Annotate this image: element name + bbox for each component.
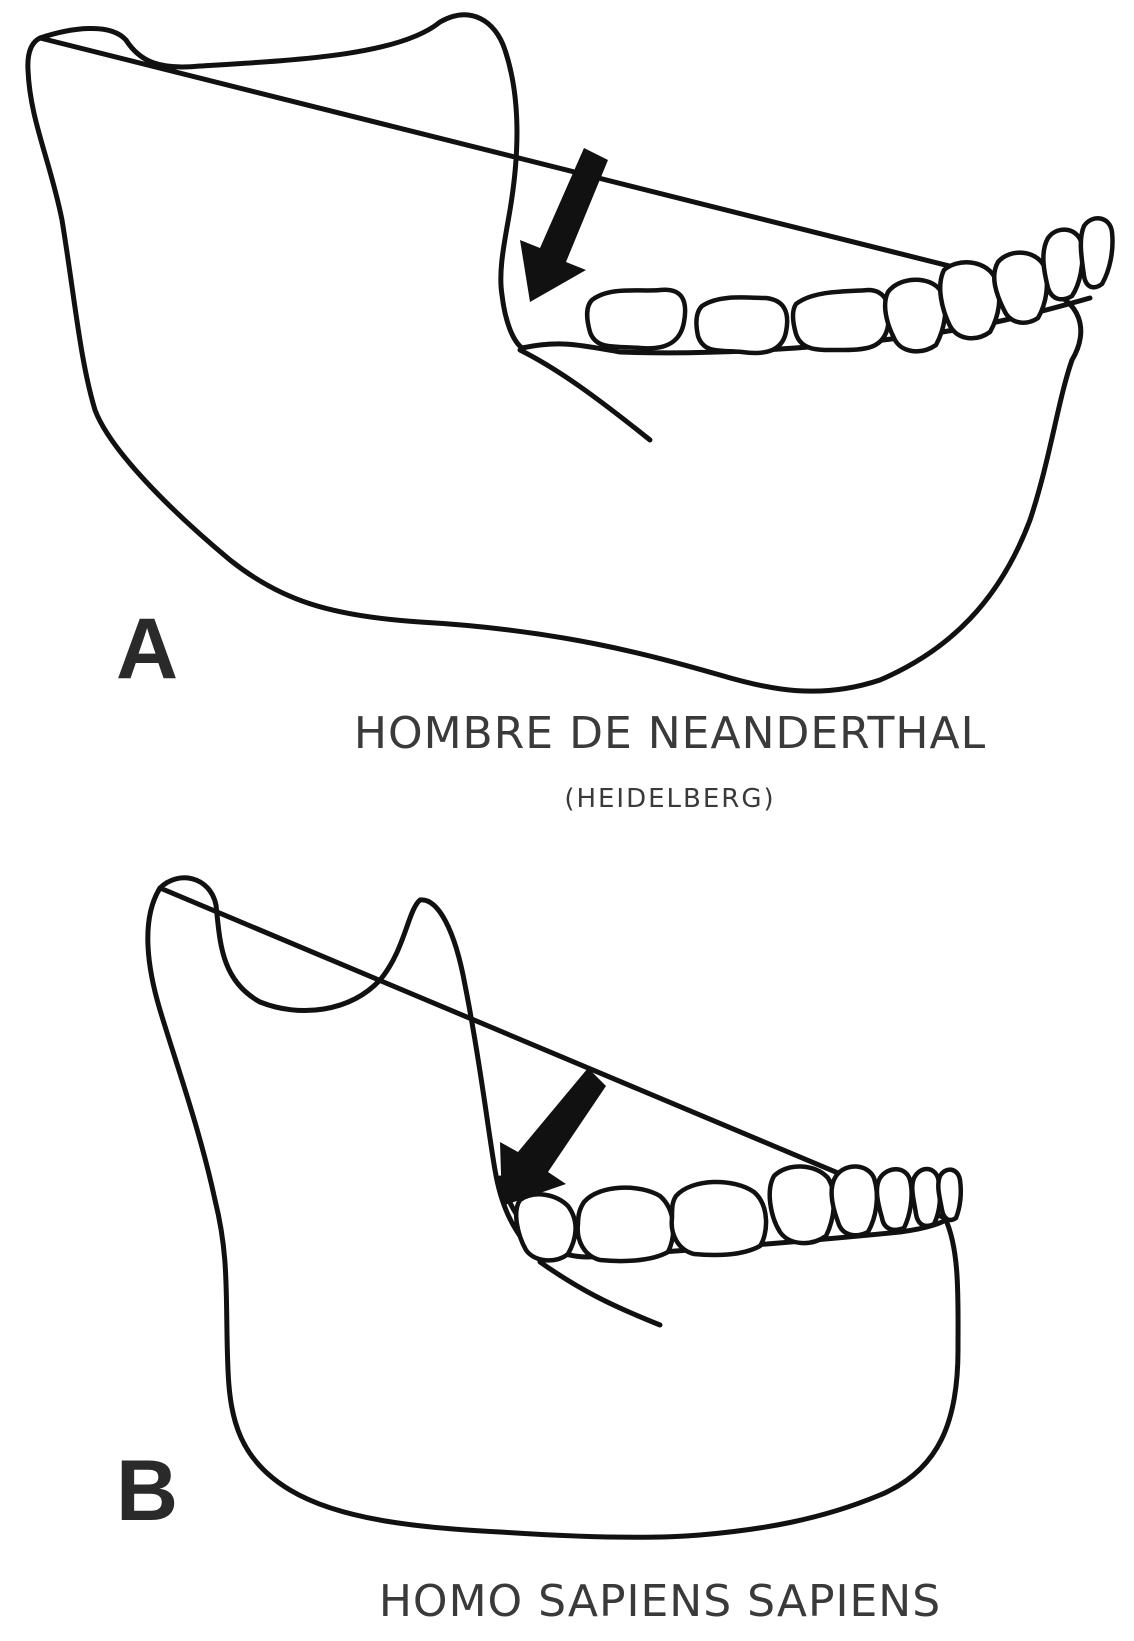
panel-a-teeth (587, 218, 1112, 353)
panel-b-inner-ridge (540, 1262, 660, 1325)
tooth (672, 1182, 766, 1255)
tooth (877, 1169, 912, 1230)
panel-b-caption: HOMO SAPIENS SAPIENS (300, 1580, 1020, 1624)
panel-a-mandible (28, 15, 1113, 691)
panel-a-subcaption: (HEIDELBERG) (330, 786, 1010, 812)
panel-a-inner-ridge (520, 350, 650, 440)
panel-b-letter: B (116, 1448, 178, 1534)
tooth (938, 1170, 960, 1220)
tooth (587, 290, 685, 349)
panel-b-mandible (148, 878, 961, 1538)
tooth (578, 1188, 674, 1261)
tooth (994, 253, 1047, 323)
tooth (940, 262, 999, 338)
tooth (696, 297, 787, 353)
panel-a-letter: A (116, 606, 178, 692)
tooth (832, 1166, 877, 1235)
tooth (770, 1166, 834, 1243)
panel-b-teeth (516, 1166, 961, 1261)
tooth (1081, 218, 1113, 287)
tooth (793, 290, 889, 350)
tooth (516, 1194, 575, 1260)
tooth (885, 280, 945, 352)
panel-b-arrow (500, 1068, 606, 1206)
panel-a-caption: HOMBRE DE NEANDERTHAL (330, 712, 1010, 756)
tooth (1043, 230, 1082, 300)
tooth (912, 1169, 940, 1226)
